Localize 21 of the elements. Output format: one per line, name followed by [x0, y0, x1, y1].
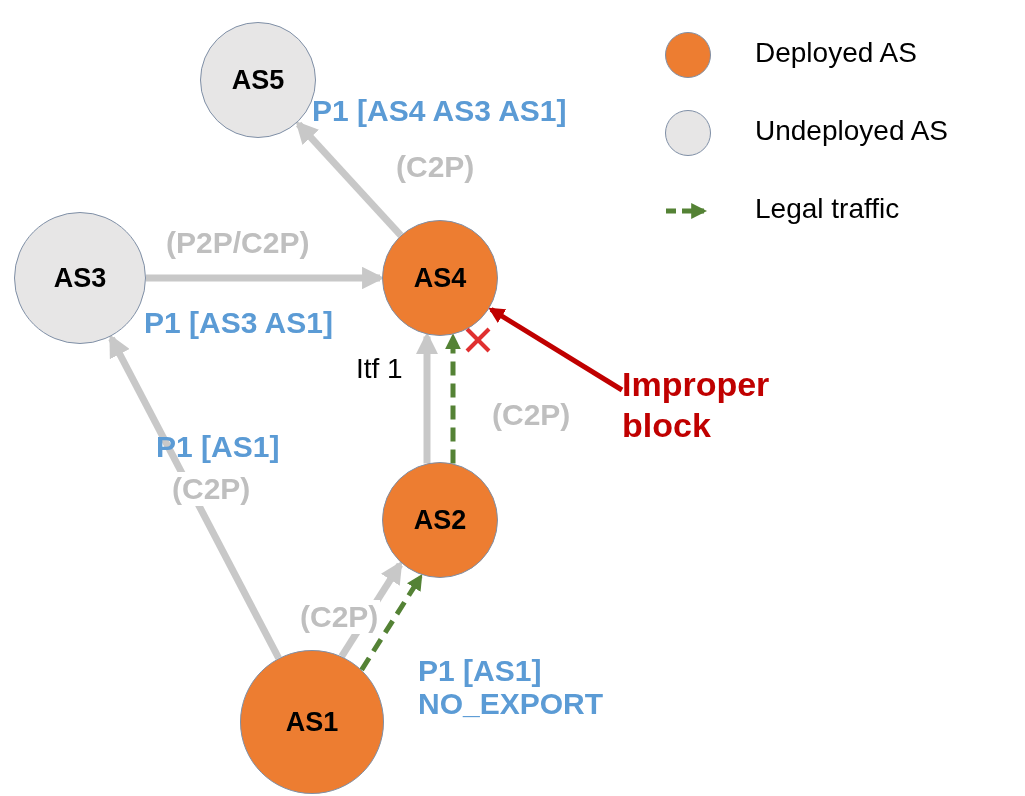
node-label: AS1: [285, 706, 339, 738]
route-label: P1 [AS3 AS1]: [144, 306, 333, 339]
legend-label: Undeployed AS: [755, 115, 949, 147]
arrow: [488, 307, 624, 393]
route-label: P1 [AS1] NO_EXPORT: [418, 654, 605, 720]
route-label: P1 [AS1]: [156, 430, 280, 463]
arrow: [295, 120, 404, 238]
legend-label: Deployed AS: [755, 37, 917, 69]
node-label: AS5: [231, 64, 285, 96]
arrow: [415, 332, 439, 464]
node-label: AS3: [53, 262, 107, 294]
edge-label: (C2P): [298, 600, 381, 634]
arrow: [445, 333, 461, 464]
legend-label: Legal traffic: [755, 193, 900, 225]
node-label: AS4: [413, 262, 467, 294]
arrow: [108, 334, 282, 660]
annotation-text: Improper block: [622, 360, 822, 450]
node-label: AS2: [413, 504, 467, 536]
arrow: [359, 574, 423, 672]
route-label: P1 [AS4 AS3 AS1]: [312, 94, 567, 127]
interface-label: Itf 1: [356, 354, 403, 385]
